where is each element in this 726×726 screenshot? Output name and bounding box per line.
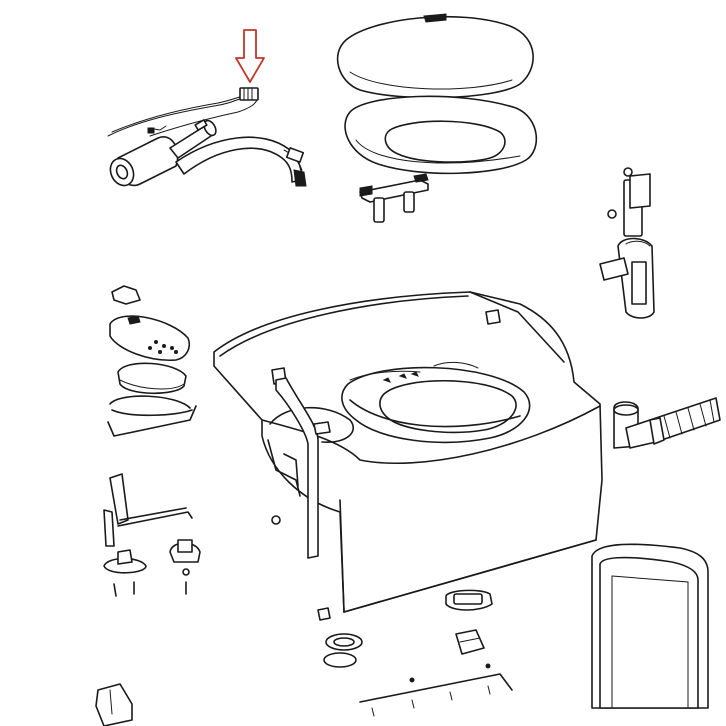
seat-hinge <box>359 173 429 223</box>
flush-valve-assembly <box>599 167 655 319</box>
flush-tube <box>275 377 331 559</box>
waste-tank <box>591 543 709 709</box>
toilet-seat <box>344 95 538 175</box>
bottom-small-parts <box>95 515 513 726</box>
outlet-bellows-pipe <box>613 397 721 449</box>
motor-pump-assembly <box>107 87 307 187</box>
pedal-linkage <box>103 473 201 597</box>
highlight-arrow-down-icon <box>235 29 265 83</box>
valve-cap-assembly <box>107 285 197 437</box>
toilet-bowl-housing <box>213 291 603 613</box>
wiring-harness-connector <box>239 87 259 101</box>
toilet-lid <box>336 13 534 99</box>
